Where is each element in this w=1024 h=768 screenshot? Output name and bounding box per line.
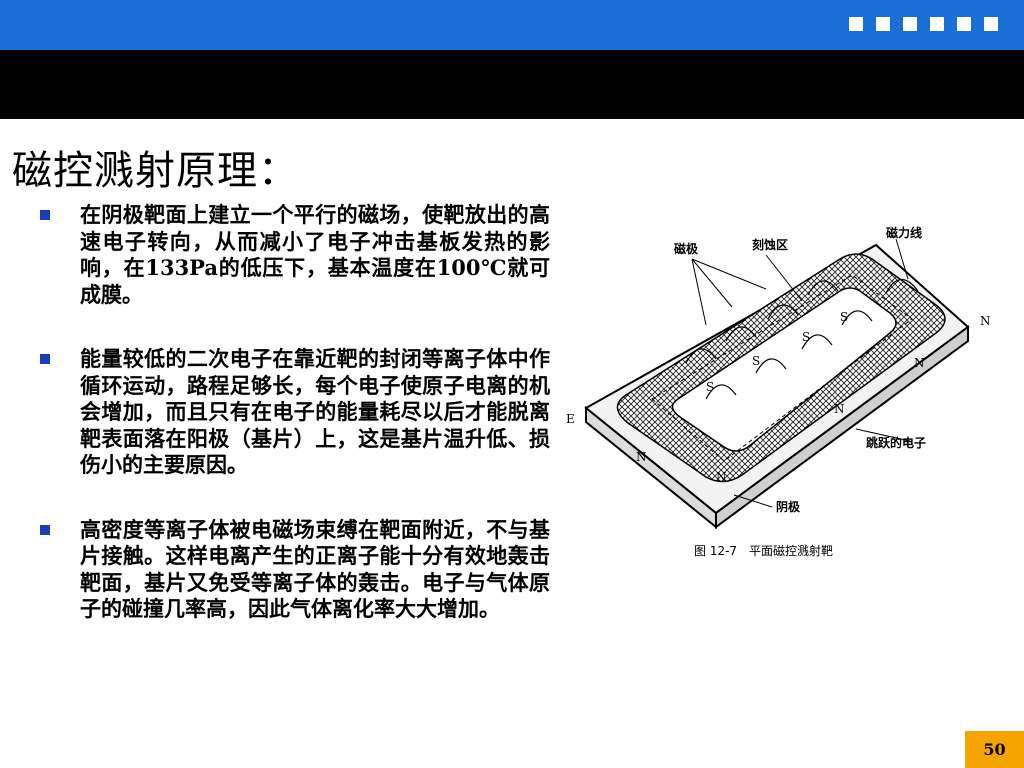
label-cathode: 阴极: [776, 499, 801, 514]
label-n: N: [636, 450, 647, 464]
leader-lines: [691, 238, 911, 508]
label-e: E: [566, 412, 575, 426]
decorative-squares: [849, 17, 998, 31]
magnet-ring: [616, 253, 946, 483]
bullet-square-icon: [40, 524, 50, 535]
label-s: S: [706, 380, 714, 394]
slide-title: 磁控溅射原理：: [12, 148, 299, 194]
label-n: N: [914, 356, 925, 370]
page-number: 50: [965, 731, 1024, 768]
square-icon: [876, 17, 890, 31]
field-lines: [685, 278, 919, 400]
square-icon: [849, 17, 863, 31]
label-s: S: [802, 330, 810, 344]
bullet-square-icon: [40, 354, 50, 364]
label-n: N: [980, 314, 991, 328]
pole-letters: E N N N N N S S S S: [566, 310, 991, 484]
header-bar: [0, 0, 1024, 50]
title-band: [0, 50, 1024, 119]
magnetron-sputtering-figure: 磁极 刻蚀区 磁力线 跳跃的电子 阴极 E N N N N N S S S S …: [566, 225, 991, 558]
square-icon: [903, 17, 917, 31]
bullet-square-icon: [40, 210, 50, 220]
label-n: N: [834, 402, 845, 416]
label-n: N: [716, 470, 727, 484]
bullet-item: 能量较低的二次电子在靠近靶的封闭等离子体中作循环运动，路程足够长，每个电子使原子…: [40, 346, 550, 479]
label-s: S: [840, 310, 848, 324]
square-icon: [984, 17, 998, 31]
bullet-item: 高密度等离子体被电磁场束缚在靶面附近，不与基片接触。这样电离产生的正离子能十分有…: [40, 517, 550, 623]
label-s: S: [752, 354, 760, 368]
square-icon: [957, 17, 971, 31]
label-field-line: 磁力线: [885, 225, 922, 240]
bullet-item: 在阴极靶面上建立一个平行的磁场，使靶放出的高速电子转向，从而减小了电子冲击基板发…: [40, 202, 550, 308]
label-magnet-pole: 磁极: [673, 241, 699, 256]
label-hopping-electron: 跳跃的电子: [866, 435, 926, 450]
bullet-text: 高密度等离子体被电磁场束缚在靶面附近，不与基片接触。这样电离产生的正离子能十分有…: [80, 516, 550, 622]
figure-caption: 图 12-7 平面磁控溅射靶: [694, 543, 833, 558]
bullet-text: 在阴极靶面上建立一个平行的磁场，使靶放出的高速电子转向，从而减小了电子冲击基板发…: [80, 202, 550, 307]
label-erosion-zone: 刻蚀区: [752, 237, 788, 252]
bullet-text: 能量较低的二次电子在靠近靶的封闭等离子体中作循环运动，路程足够长，每个电子使原子…: [80, 346, 550, 477]
bullet-list: 在阴极靶面上建立一个平行的磁场，使靶放出的高速电子转向，从而减小了电子冲击基板发…: [40, 202, 550, 623]
square-icon: [930, 17, 944, 31]
